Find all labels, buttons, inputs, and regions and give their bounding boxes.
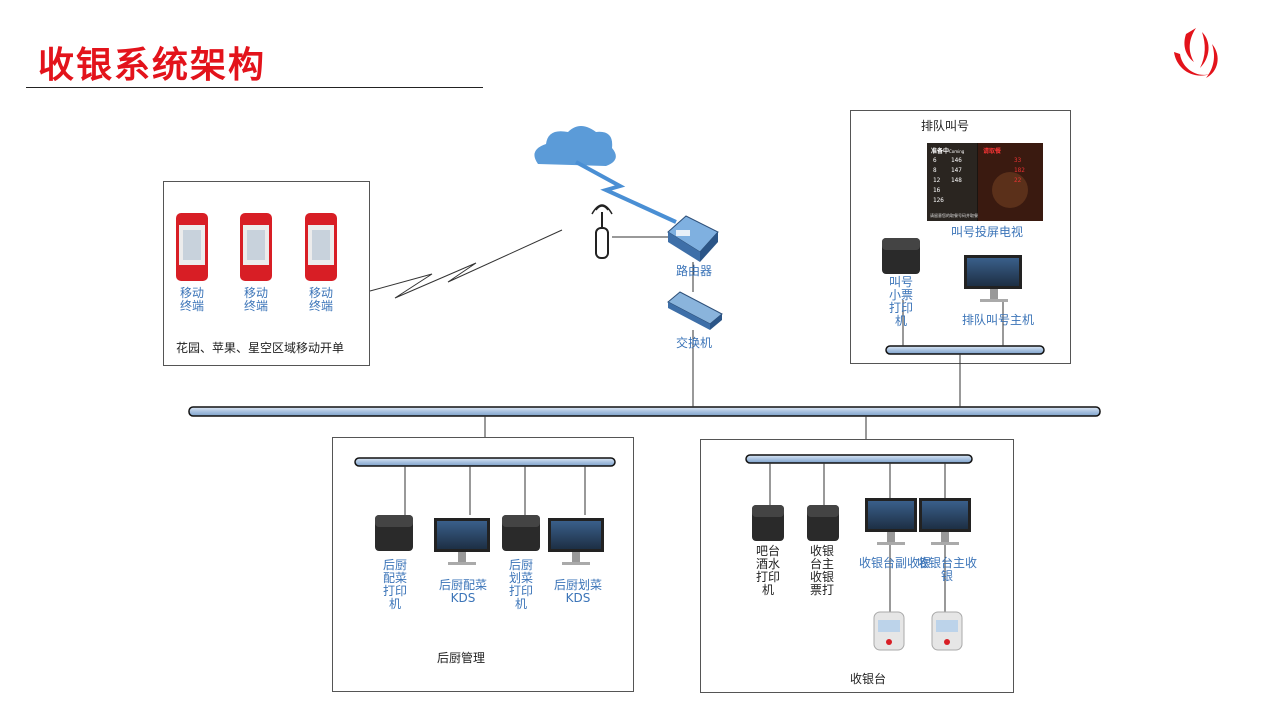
kitchen-bus [354, 457, 616, 467]
switch-icon [667, 291, 723, 330]
mobile-terminal-1 [176, 213, 208, 281]
antenna-icon [591, 204, 613, 259]
wireless-link [369, 229, 563, 299]
brand-logo [1174, 28, 1218, 78]
kitchen-device-label-1: 后厨 配菜 打印 机 [382, 558, 407, 611]
kitchen-device-label-3: 后厨 划菜 打印 机 [508, 558, 533, 611]
kitchen-zone-caption: 后厨管理 [437, 651, 486, 665]
queue-host-monitor-icon [964, 255, 1022, 302]
kitchen-dish-kds-icon [548, 518, 604, 565]
cashier-device-label-3: 收银台副收银 [858, 556, 931, 570]
cashier-bus [745, 454, 973, 464]
queue-screen-row: 12 148 [933, 177, 962, 184]
mobile-zone-caption: 花园、苹果、星空区域移动开单 [176, 341, 345, 355]
router-icon [667, 215, 719, 262]
title-divider [26, 87, 483, 88]
cashier-device-label-4: 收银台主收银 [916, 556, 977, 583]
mobile-terminal-label-3: 移动 终端 [308, 286, 333, 313]
queue-screen-ready-number: 33 [1014, 157, 1022, 164]
queue-screen-footer: 请留意您的取餐号码并取餐 [930, 213, 978, 218]
queue-zone-title: 排队叫号 [921, 119, 970, 133]
kitchen-device-label-2: 后厨配菜KDS [438, 578, 487, 605]
cashier-device-label-2: 收银 台主 收银 票打 [809, 544, 834, 597]
queue-screen-right-header: 请取餐 [983, 148, 1002, 155]
main-bus [188, 406, 1101, 417]
queue-host-label: 排队叫号主机 [961, 313, 1034, 327]
queue-bus [885, 345, 1045, 355]
queue-screen-numbers: 6 146 8 147 12 148 16 126 [933, 156, 962, 206]
queue-screen-ready-number: 22 [1014, 177, 1022, 184]
cashier-zone-caption: 收银台 [850, 672, 887, 686]
payment-terminal-2-icon [931, 611, 963, 651]
kitchen-dish-printer-icon [502, 515, 540, 551]
queue-screen-row: 16 [933, 187, 952, 194]
mobile-terminal-label-1: 移动 终端 [179, 286, 204, 313]
queue-screen-ready-numbers: 33 182 22 [1014, 156, 1025, 186]
cloud-icon [534, 126, 616, 166]
kitchen-prep-kds-icon [434, 518, 490, 565]
mobile-terminal-3 [305, 213, 337, 281]
queue-screen-row: 126 [933, 197, 952, 204]
internet-link [575, 160, 677, 224]
cashier-main-monitor-icon [919, 498, 971, 545]
queue-screen-left-header: 准备中Coming [931, 148, 965, 155]
cashier-sub-monitor-icon [865, 498, 917, 545]
queue-tv-screen [927, 143, 1043, 221]
queue-printer-label: 叫号 小票 打印 机 [888, 275, 913, 328]
payment-terminal-1-icon [873, 611, 905, 651]
switch-label: 交换机 [675, 336, 712, 350]
bar-printer-icon [752, 505, 784, 541]
queue-screen-row: 8 147 [933, 167, 962, 174]
queue-printer-icon [882, 238, 920, 274]
kitchen-device-label-4: 后厨划菜KDS [553, 578, 602, 605]
kitchen-prep-printer-icon [375, 515, 413, 551]
cashier-receipt-printer-icon [807, 505, 839, 541]
cashier-device-label-1: 吧台 酒水 打印 机 [755, 544, 780, 597]
page-title: 收银系统架构 [38, 45, 267, 86]
cashier-zone-box [700, 439, 1014, 693]
queue-screen-row: 6 146 [933, 157, 962, 164]
mobile-terminal-2 [240, 213, 272, 281]
queue-tv-label: 叫号投屏电视 [950, 225, 1023, 239]
queue-screen-ready-number: 182 [1014, 167, 1025, 174]
mobile-terminal-label-2: 移动 终端 [243, 286, 268, 313]
router-label: 路由器 [675, 264, 712, 278]
